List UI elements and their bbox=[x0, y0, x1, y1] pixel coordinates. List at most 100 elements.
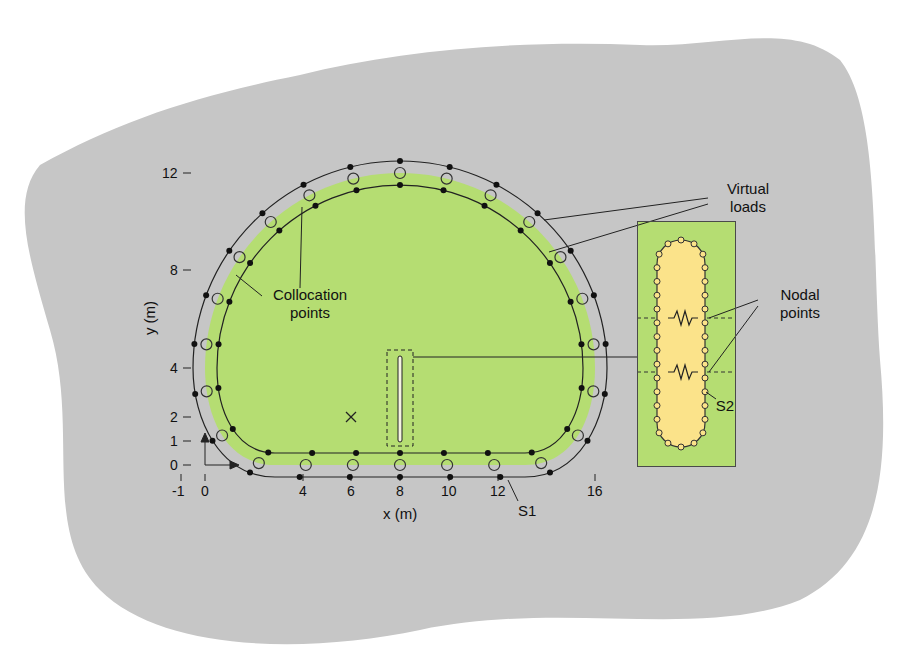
nodal-point bbox=[702, 389, 708, 395]
nodal-point bbox=[700, 251, 706, 257]
virtual-load bbox=[441, 187, 447, 193]
collocation-point bbox=[304, 190, 315, 201]
axis-tick: 2 bbox=[170, 408, 178, 426]
nodal-point bbox=[656, 430, 662, 436]
axis-tick: 1 bbox=[170, 432, 178, 450]
virtual-load bbox=[482, 203, 488, 209]
virtual-load bbox=[535, 210, 541, 216]
nodal-point bbox=[678, 237, 684, 243]
nodal-point bbox=[654, 389, 660, 395]
nodal-point bbox=[702, 265, 708, 271]
virtual-load bbox=[297, 474, 303, 480]
virtual-load bbox=[397, 450, 403, 456]
virtual-load bbox=[603, 341, 609, 347]
callout-label: Collocation points bbox=[262, 286, 358, 322]
virtual-load bbox=[591, 292, 597, 298]
virtual-load bbox=[192, 391, 198, 397]
collocation-point bbox=[212, 293, 223, 304]
nodal-point bbox=[702, 403, 708, 409]
collocation-point bbox=[588, 339, 599, 350]
nodal-point bbox=[654, 292, 660, 298]
virtual-load bbox=[259, 210, 265, 216]
virtual-load bbox=[247, 470, 253, 476]
virtual-load bbox=[529, 450, 535, 456]
virtual-load bbox=[579, 385, 585, 391]
collocation-point bbox=[536, 458, 547, 469]
collocation-point bbox=[572, 430, 583, 441]
part-label: S2 bbox=[716, 397, 734, 415]
virtual-load bbox=[493, 182, 499, 188]
virtual-load bbox=[191, 341, 197, 347]
axis-tick: 6 bbox=[347, 482, 355, 500]
virtual-load bbox=[585, 438, 591, 444]
nodal-point bbox=[702, 278, 708, 284]
crack bbox=[387, 350, 637, 446]
collocation-point bbox=[201, 386, 212, 397]
nodal-point bbox=[702, 361, 708, 367]
collocation-point bbox=[489, 460, 500, 471]
collocation-point bbox=[265, 216, 276, 227]
nodal-point bbox=[654, 347, 660, 353]
nodal-point bbox=[654, 334, 660, 340]
axis-tick: 10 bbox=[441, 482, 457, 500]
virtual-load bbox=[568, 299, 574, 305]
nodal-point bbox=[654, 375, 660, 381]
virtual-load bbox=[547, 260, 553, 266]
collocation-point bbox=[524, 216, 535, 227]
virtual-load bbox=[347, 164, 353, 170]
virtual-load bbox=[230, 426, 236, 432]
nodal-point bbox=[702, 306, 708, 312]
virtual-load bbox=[397, 182, 403, 188]
collocation-point bbox=[441, 173, 452, 184]
collocation-point bbox=[234, 252, 245, 263]
virtual-load bbox=[265, 450, 271, 456]
axis-tick: 4 bbox=[170, 359, 178, 377]
collocation-point bbox=[577, 293, 588, 304]
inset-detail bbox=[637, 221, 736, 467]
collocation-point bbox=[395, 460, 406, 471]
axes bbox=[181, 173, 595, 481]
virtual-load bbox=[347, 474, 353, 480]
virtual-load bbox=[209, 438, 215, 444]
nodal-point bbox=[654, 306, 660, 312]
nodal-point bbox=[654, 265, 660, 271]
tunnel-lining bbox=[205, 173, 595, 465]
nodal-point bbox=[702, 334, 708, 340]
collocation-point bbox=[217, 430, 228, 441]
nodal-point bbox=[691, 440, 697, 446]
virtual-load bbox=[568, 248, 574, 254]
collocation-point bbox=[555, 252, 566, 263]
nodal-point bbox=[654, 278, 660, 284]
nodal-point bbox=[654, 403, 660, 409]
nodal-point bbox=[654, 320, 660, 326]
virtual-load bbox=[276, 227, 282, 233]
virtual-load bbox=[518, 227, 524, 233]
nodal-point bbox=[656, 251, 662, 257]
callout-label: S1 bbox=[518, 502, 536, 520]
virtual-load bbox=[312, 203, 318, 209]
nodal-point bbox=[654, 361, 660, 367]
ground-region bbox=[25, 38, 883, 644]
virtual-load bbox=[226, 299, 232, 305]
virtual-load bbox=[353, 450, 359, 456]
virtual-load bbox=[353, 187, 359, 193]
nodal-point bbox=[678, 444, 684, 450]
virtual-load bbox=[564, 426, 570, 432]
virtual-load bbox=[547, 470, 553, 476]
virtual-load bbox=[309, 450, 315, 456]
nodal-point bbox=[654, 416, 660, 422]
axis-tick: 16 bbox=[587, 482, 603, 500]
virtual-load bbox=[578, 341, 584, 347]
collocation-point bbox=[347, 460, 358, 471]
leader-lines bbox=[236, 198, 758, 501]
virtual-load bbox=[497, 474, 503, 480]
virtual-load bbox=[485, 450, 491, 456]
collocation-point bbox=[253, 458, 264, 469]
nodal-point bbox=[702, 375, 708, 381]
axis-title: x (m) bbox=[383, 505, 417, 523]
nodal-point bbox=[702, 347, 708, 353]
nodal-point bbox=[691, 241, 697, 247]
outer-boundary bbox=[193, 161, 607, 477]
collocation-point bbox=[300, 460, 311, 471]
